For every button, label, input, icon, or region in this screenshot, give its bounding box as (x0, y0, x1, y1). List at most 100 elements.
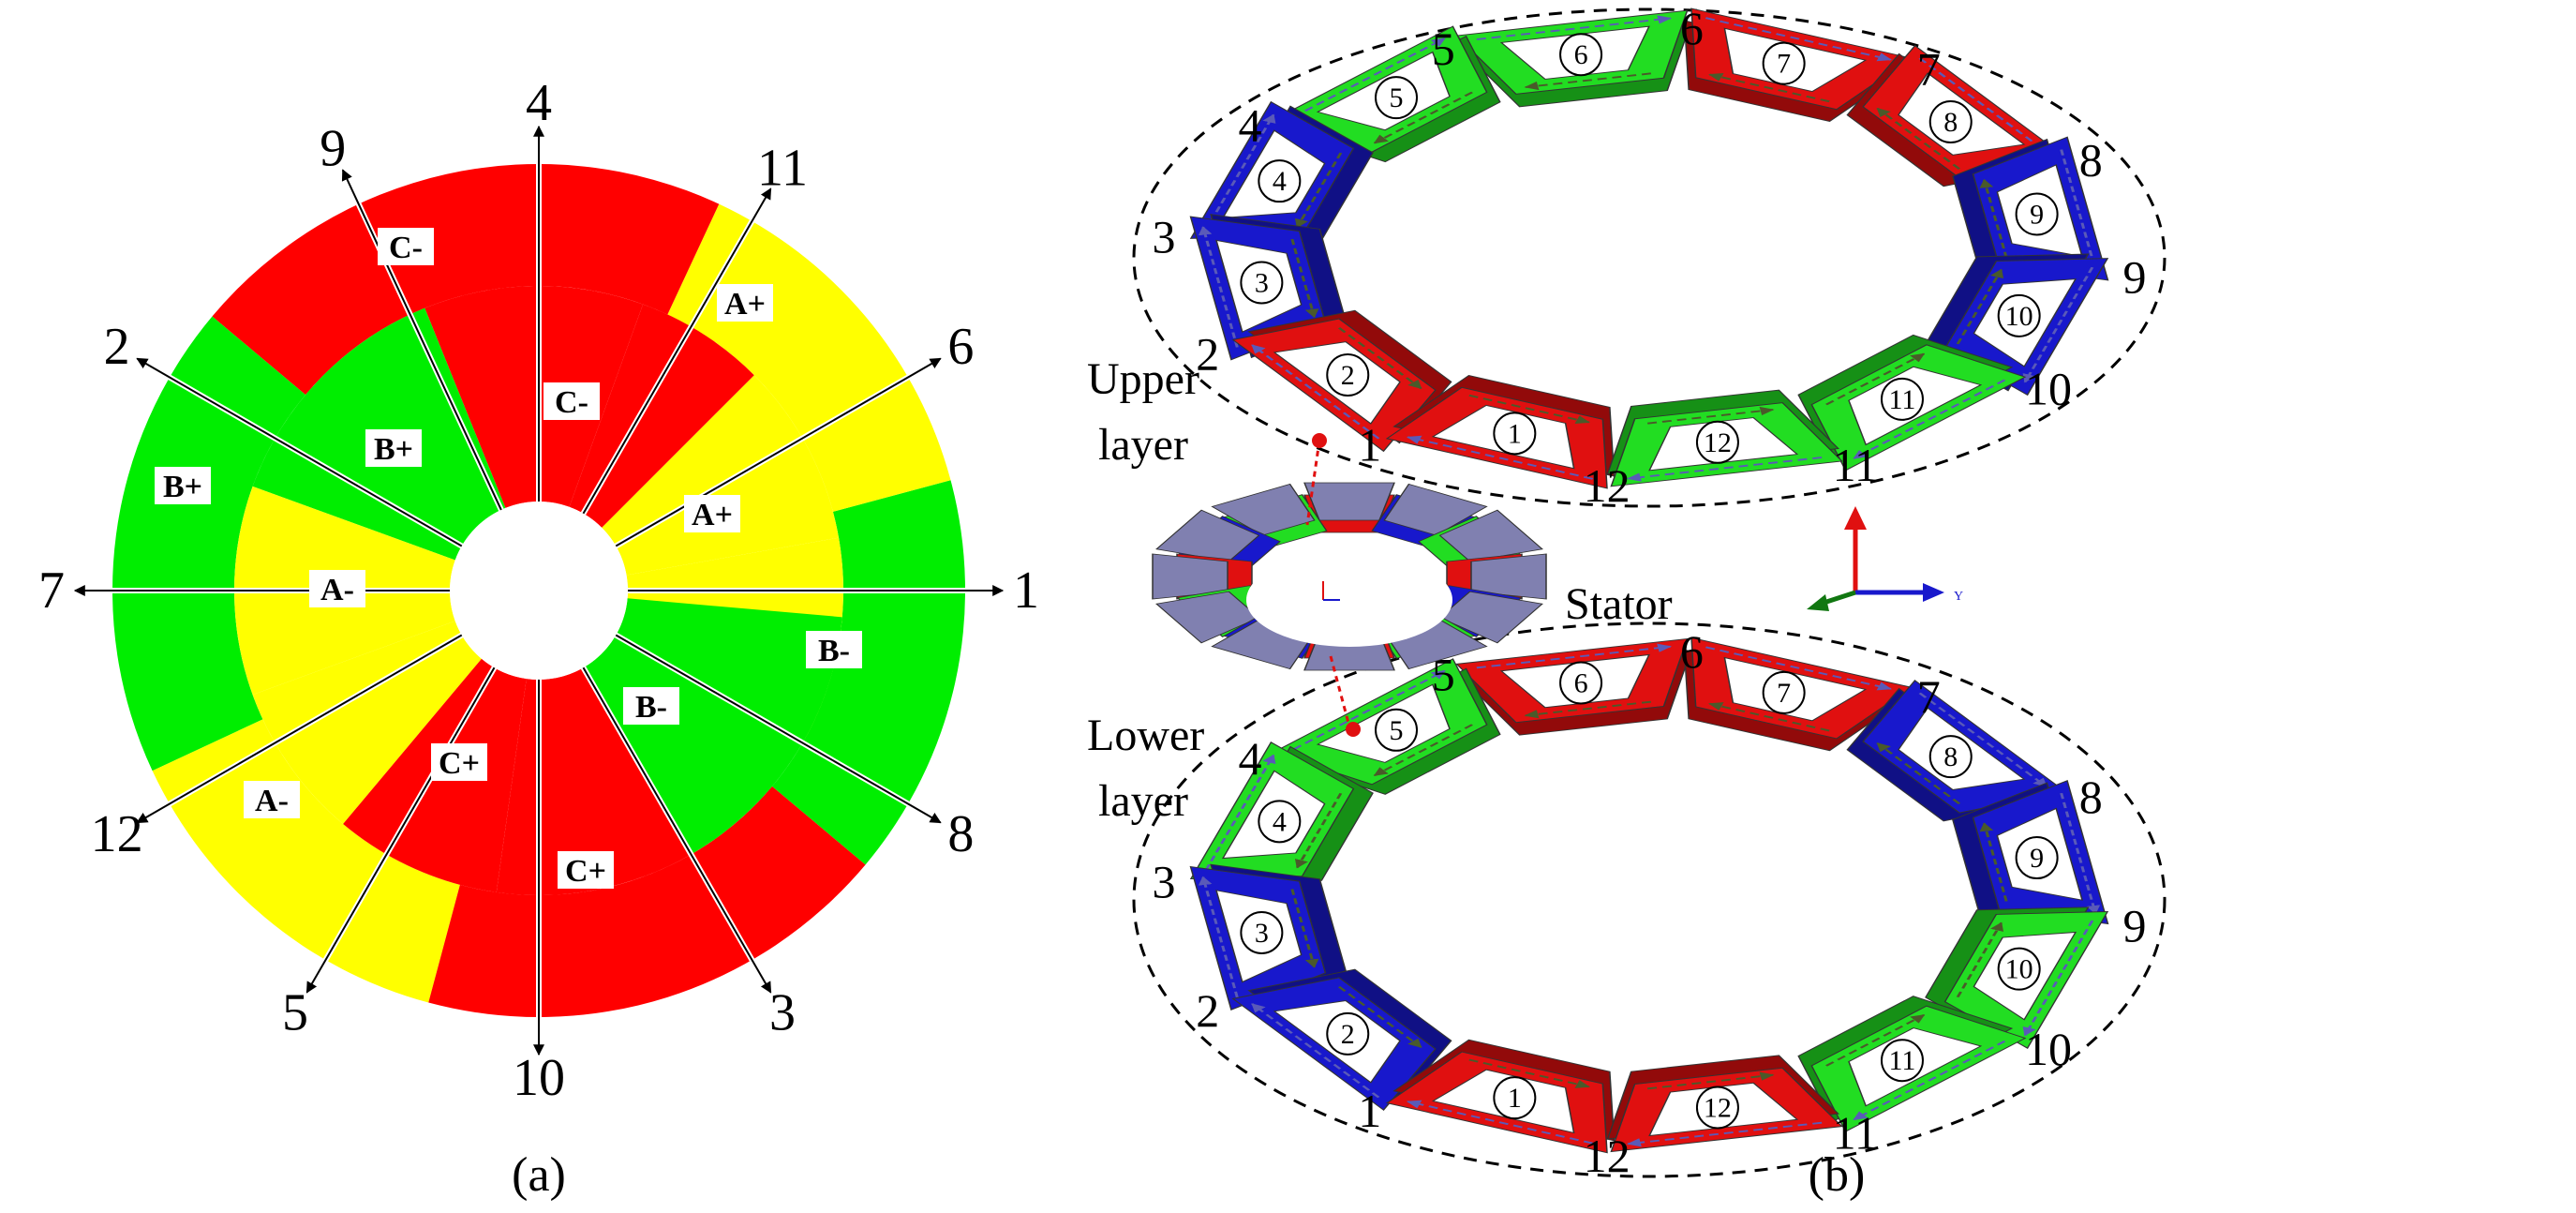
slot-label: 2 (1196, 984, 1219, 1037)
coil-10: 10 (1925, 906, 2109, 1049)
phase-label-bg (155, 467, 211, 504)
slot-label: 11 (1833, 1107, 1878, 1160)
caption-b: (b) (1809, 1148, 1866, 1202)
coil-number: 12 (1704, 1093, 1732, 1124)
coil-number: 1 (1508, 418, 1522, 449)
coil-2: 2 (1231, 968, 1452, 1111)
upper-layer-label-line2: layer (1098, 420, 1188, 470)
phase-label-bg (431, 743, 487, 781)
stator-model (1152, 433, 1547, 737)
coil-number-circle (2015, 192, 2059, 236)
upper-layer-outline (1132, 7, 2167, 508)
coil-11: 11 (1797, 334, 2027, 472)
coil-number-circle (1695, 420, 1739, 464)
slot-ray (615, 357, 942, 547)
outer-segment (667, 203, 951, 512)
coil-number-circle (1258, 800, 1302, 844)
upper-layer-label-line1: Upper (1087, 354, 1199, 404)
coil-number: 7 (1777, 49, 1791, 80)
slot-number: 9 (320, 120, 346, 178)
slot-label: 3 (1152, 211, 1175, 263)
phase-label: A+ (724, 287, 766, 322)
coil-number: 11 (1889, 1045, 1916, 1076)
coil-number-circle (1493, 412, 1537, 456)
slot-number: 8 (947, 805, 974, 863)
phase-label-bg (558, 851, 614, 889)
coil-number-circle (1326, 1011, 1370, 1056)
coil-4: 4 (1189, 741, 1374, 884)
stator-segment (1152, 553, 1253, 600)
coil-12: 12 (1606, 1055, 1843, 1153)
phase-label-bg (717, 284, 773, 322)
coil-number-circle (1559, 33, 1603, 77)
coil-number-circle (1258, 159, 1302, 203)
slot-number: 12 (91, 805, 143, 863)
coil-number-circle (1559, 661, 1603, 705)
phase-label: A- (320, 573, 354, 607)
outer-segment (212, 164, 720, 396)
coil-2: 2 (1231, 309, 1452, 453)
coil-number: 11 (1889, 384, 1916, 415)
caption-a: (a) (512, 1148, 566, 1202)
stator-segment (1446, 553, 1547, 600)
phase-label-bg (684, 495, 740, 532)
slot-ray (615, 634, 942, 824)
slot-label: 8 (2079, 771, 2103, 823)
coil-number: 12 (1704, 427, 1732, 458)
lower-layer-label-line2: layer (1098, 776, 1188, 826)
coil-11: 11 (1797, 996, 2027, 1132)
coil-number: 6 (1574, 39, 1588, 70)
lower-layer-outline (1132, 621, 2167, 1178)
coil-number-circle (1326, 352, 1370, 397)
lower-layer-label-line1: Lower (1087, 711, 1204, 760)
coil-number: 3 (1255, 918, 1269, 949)
coil-5: 5 (1272, 658, 1501, 795)
coil-number: 4 (1273, 806, 1287, 837)
svg-text:Y: Y (1954, 590, 1963, 604)
center-hole (450, 502, 628, 680)
coil-number: 4 (1273, 166, 1287, 197)
coil-number-circle (1762, 670, 1806, 714)
phase-label: B+ (163, 470, 202, 504)
coil-number: 7 (1777, 678, 1791, 709)
coil-number-circle (1493, 1076, 1537, 1120)
coil-number-circle (1375, 708, 1419, 752)
slot-label: 6 (1680, 625, 1704, 678)
coil-number-circle (1375, 76, 1419, 120)
coil-number-circle (1762, 41, 1806, 85)
stator-segment (1211, 483, 1328, 547)
slot-label: 9 (2123, 900, 2147, 952)
slot-label: 7 (1917, 670, 1941, 723)
phase-label-bg (309, 570, 365, 607)
coil-number-circle (1240, 910, 1284, 954)
coil-9: 9 (1952, 136, 2109, 283)
slot-label: 10 (2025, 1023, 2072, 1075)
coil-number: 1 (1508, 1083, 1522, 1114)
phase-label: C- (389, 231, 423, 265)
coil-7: 7 (1683, 7, 1913, 123)
coil-number-circle (1240, 261, 1284, 305)
stator-segment (1303, 482, 1395, 533)
coil-3: 3 (1189, 863, 1347, 1011)
coil-number: 3 (1255, 267, 1269, 298)
slot-label: 8 (2079, 133, 2103, 186)
inner-segment (424, 286, 644, 508)
slot-number: 1 (1013, 562, 1039, 620)
coil-number: 5 (1390, 715, 1404, 746)
coil-number-circle (1695, 1086, 1739, 1130)
slot-ray (305, 666, 496, 994)
stator-label: Stator (1565, 579, 1673, 629)
coil-1: 1 (1385, 374, 1616, 489)
phase-label-bg (244, 781, 300, 818)
coil-4: 4 (1189, 100, 1374, 244)
coil-number: 10 (2005, 954, 2033, 985)
slot-label: 5 (1432, 22, 1455, 75)
slot-label: 12 (1584, 1130, 1630, 1182)
slot-number: 11 (757, 140, 808, 198)
slot-label: 4 (1239, 732, 1262, 785)
coil-number-circle (1997, 947, 2041, 991)
